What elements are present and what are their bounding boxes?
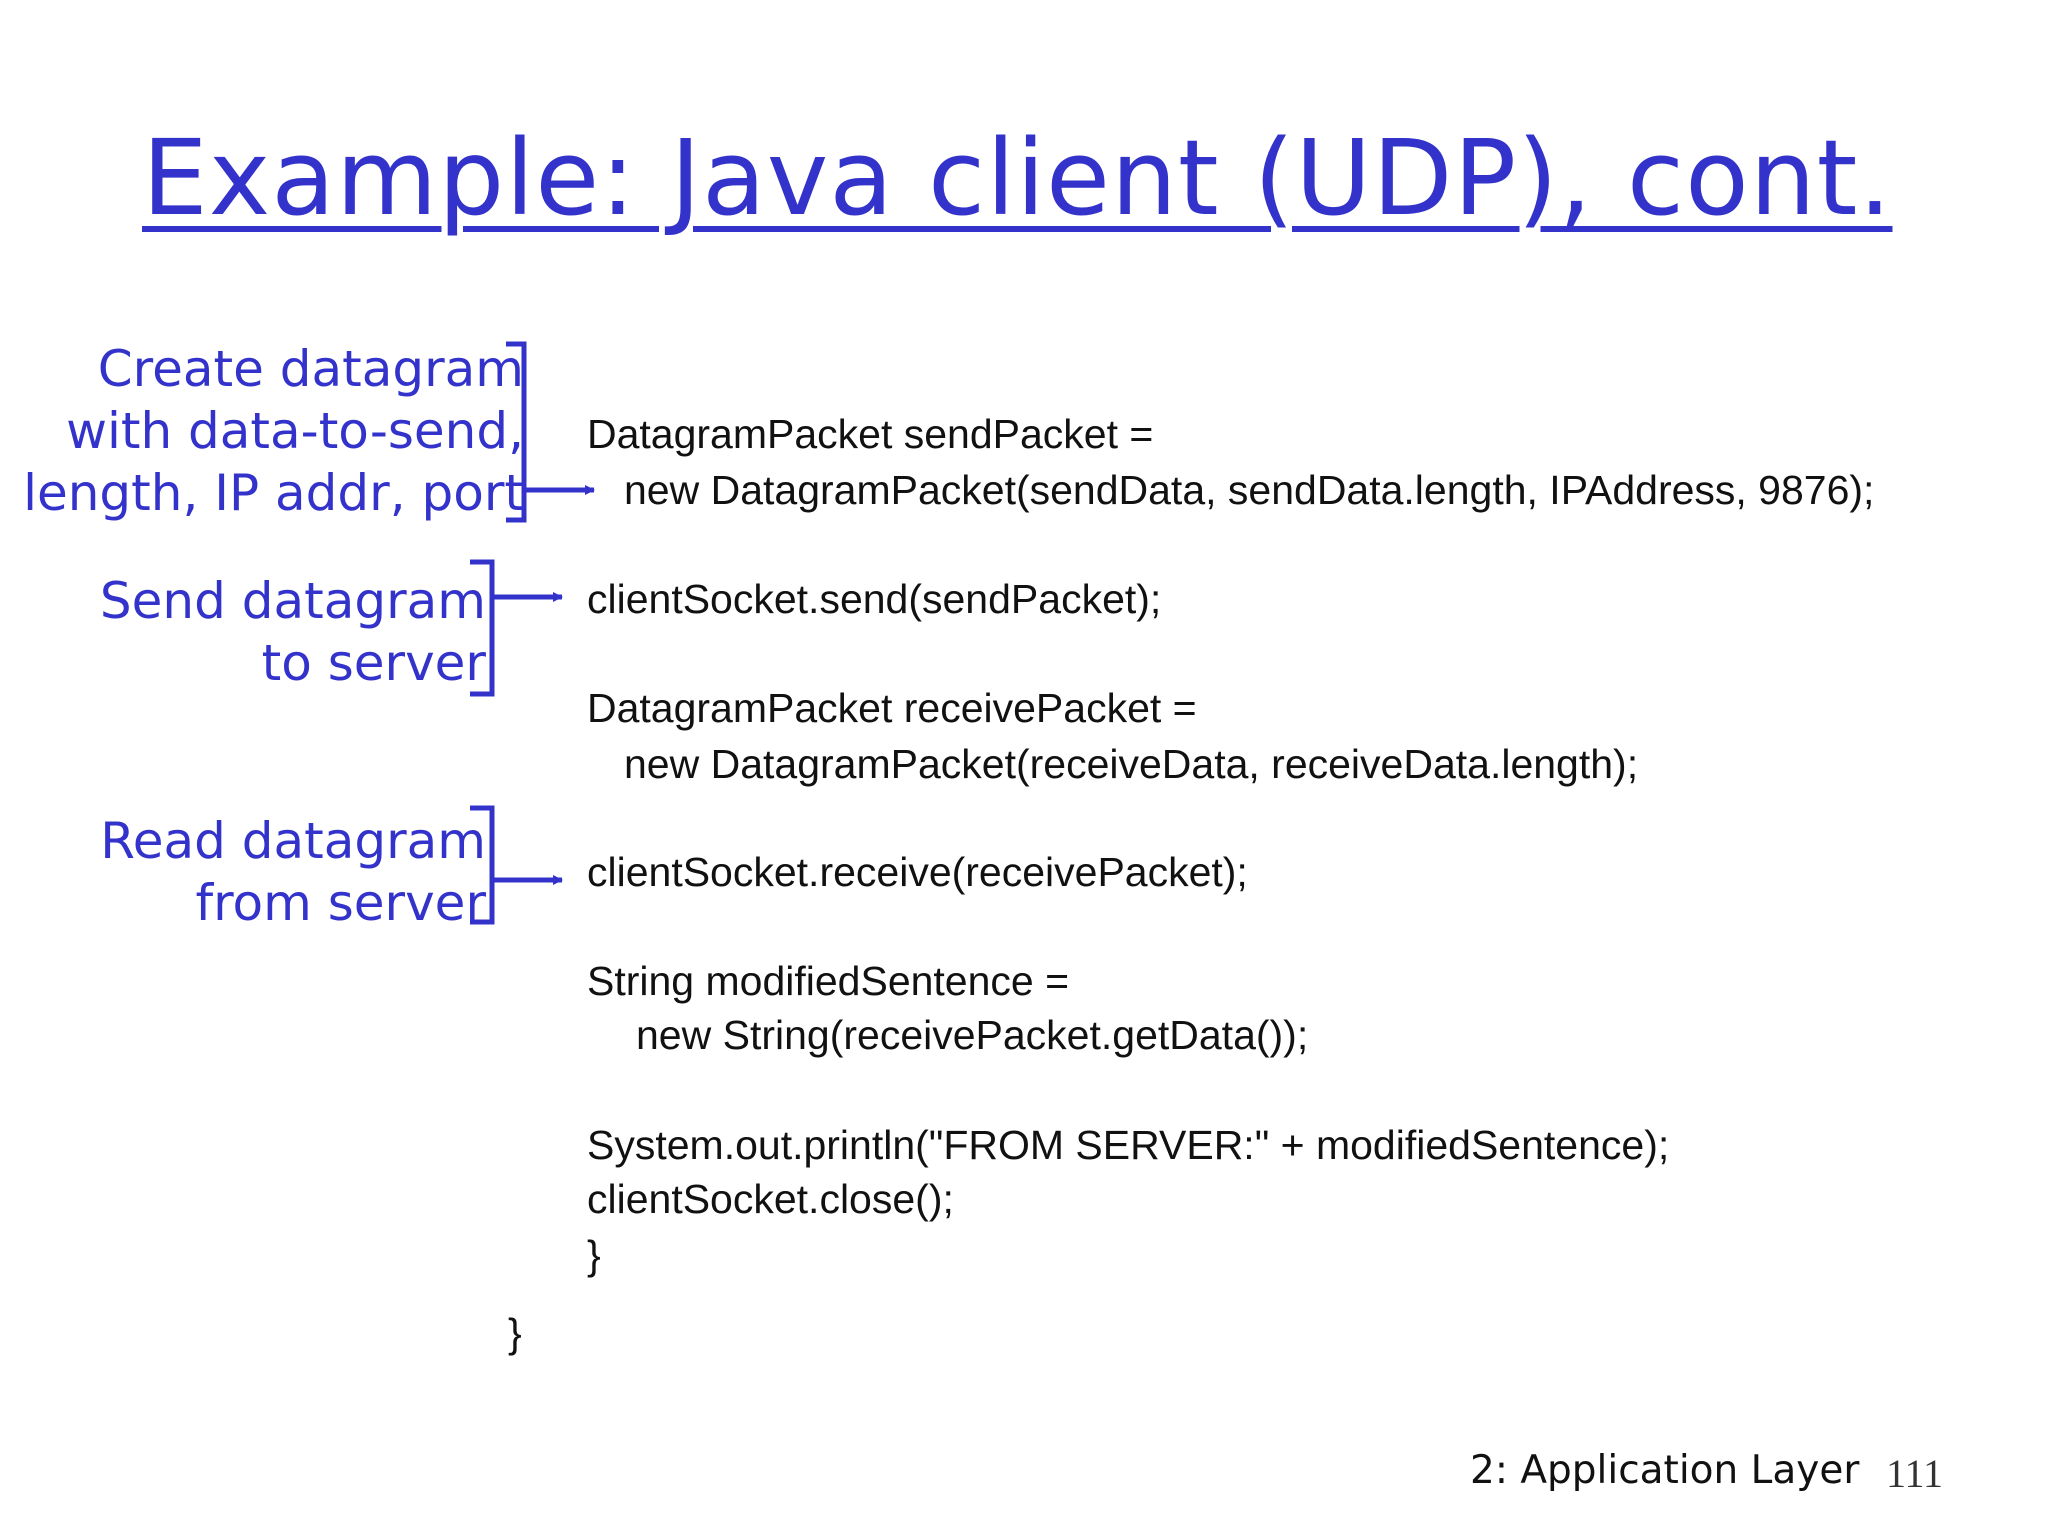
- code-line: clientSocket.close();: [587, 1176, 954, 1222]
- code-line: DatagramPacket sendPacket =: [587, 411, 1154, 457]
- footer-chapter-label: 2: Application Layer: [1470, 1448, 1860, 1493]
- code-line: }: [508, 1310, 522, 1356]
- annotation-line: Create datagram: [97, 340, 524, 398]
- bracket-create: [506, 341, 595, 523]
- code-line: String modifiedSentence =: [587, 958, 1070, 1004]
- code-line: DatagramPacket receivePacket =: [587, 685, 1197, 731]
- annotation-line: length, IP addr, port: [23, 464, 524, 522]
- annotation-create-datagram: Create datagram with data-to-send, lengt…: [23, 338, 524, 524]
- annotation-line: Read datagram: [100, 812, 486, 870]
- code-line: new String(receivePacket.getData());: [636, 1012, 1309, 1058]
- annotation-send-datagram: Send datagram to server: [100, 570, 486, 694]
- annotation-line: to server: [261, 634, 486, 692]
- annotation-line: with data-to-send,: [66, 402, 524, 460]
- code-line: clientSocket.receive(receivePacket);: [587, 849, 1248, 895]
- code-line: new DatagramPacket(sendData, sendData.le…: [624, 467, 1875, 513]
- annotation-line: from server: [195, 874, 486, 932]
- annotation-line: Send datagram: [99, 572, 486, 630]
- code-line: new DatagramPacket(receiveData, receiveD…: [624, 741, 1639, 787]
- footer-page-number: 111: [1886, 1451, 1944, 1496]
- code-line: clientSocket.send(sendPacket);: [587, 576, 1162, 622]
- slide-title: Example: Java client (UDP), cont.: [142, 117, 1893, 239]
- bracket-send: [470, 559, 563, 697]
- code-line: System.out.println("FROM SERVER:" + modi…: [587, 1122, 1670, 1168]
- annotation-read-datagram: Read datagram from server: [100, 810, 486, 934]
- code-line: }: [587, 1232, 601, 1278]
- bracket-read: [470, 805, 563, 925]
